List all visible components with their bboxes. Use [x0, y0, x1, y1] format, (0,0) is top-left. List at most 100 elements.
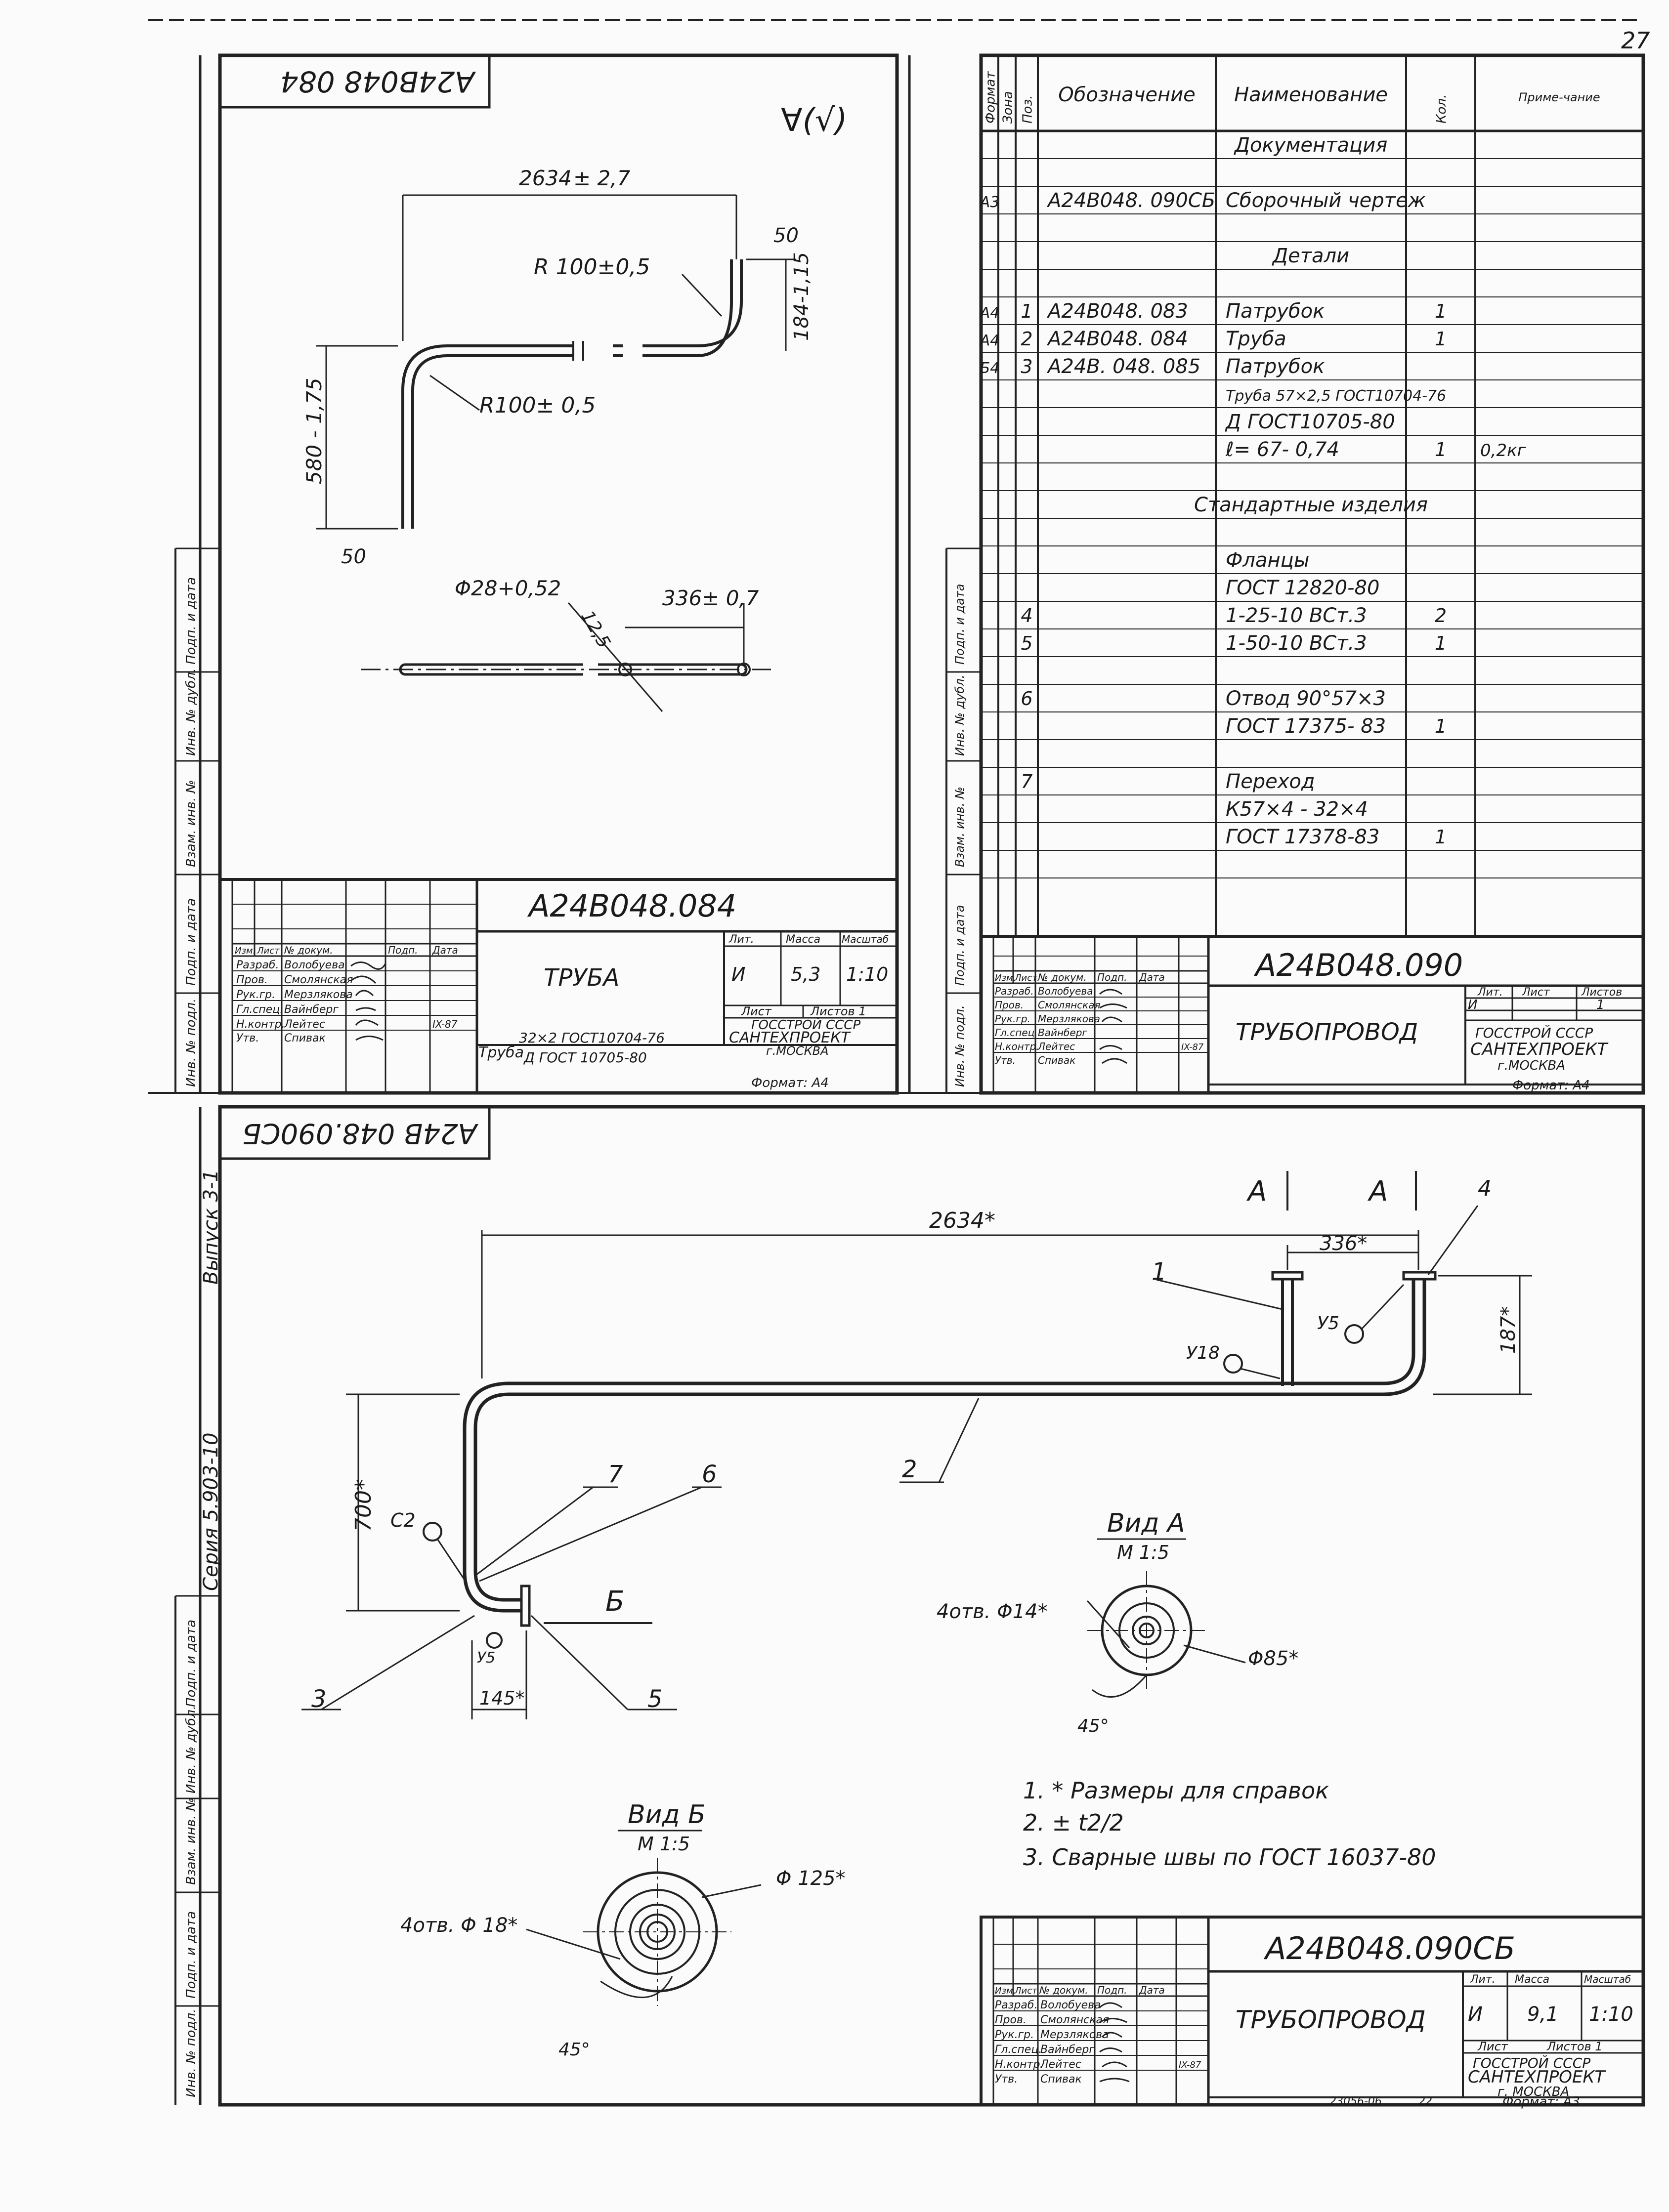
view-a: Вид А М 1:5 4отв. Φ14* Φ85* 45°: [937, 1508, 1298, 1736]
view-b-angle: 45°: [558, 2040, 590, 2060]
tube-role-0: Разраб.: [236, 959, 279, 971]
dim-336-top: 336± 0,7: [662, 586, 759, 610]
asm-hdr-date: Дата: [1139, 1984, 1165, 1996]
asm-code: А24В048.090СБ: [1263, 1930, 1515, 1966]
spec-cell-designation: А24В. 048. 085: [1046, 355, 1200, 378]
spec-hdr-list: Лист: [1014, 973, 1037, 983]
spec-cell-name: Патрубок: [1226, 300, 1325, 323]
asm-role-4: Н.контр.: [995, 2058, 1043, 2071]
dim-187: 187*: [1497, 1306, 1520, 1354]
view-a-title: Вид А: [1107, 1508, 1185, 1538]
assembly-pipeline: 2634* 336* 187* 700* 145* А А Б 1 2 3 4 …: [301, 1171, 1532, 1719]
spec-cell-qty: 2: [1435, 605, 1447, 626]
asm-role-2: Рук.гр.: [995, 2029, 1034, 2041]
tube-elevation: 2634 ± 2,7 184-1,15 50 R 100±0,5 R100± 0…: [302, 166, 813, 568]
spec-cell-name: Стандартные изделия: [1194, 494, 1428, 516]
tube-scale-h: Масштаб: [842, 933, 889, 945]
mirror-code-tube: A24B048 084: [280, 65, 476, 98]
asm-side-replace: Взам. инв. №: [184, 1797, 199, 1885]
spec-org2: САНТЕХПРОЕКТ: [1470, 1040, 1609, 1059]
spec-sheet-h: Лист: [1522, 986, 1550, 999]
asm-signature-marks: [1099, 2002, 1130, 2083]
spec-cell-qty: 1: [1435, 632, 1447, 654]
callout-7: 7: [608, 1461, 623, 1488]
spec-cell-format: А3: [979, 194, 1000, 211]
asm-lit: И: [1468, 2003, 1483, 2026]
spec-header-0: Формат: [984, 71, 998, 124]
spec-header-5: Кол.: [1434, 94, 1449, 124]
spec-cell-name: Детали: [1272, 245, 1349, 267]
tube-org2: САНТЕХПРОЕКТ: [729, 1029, 851, 1046]
asm-person-5: Спивак: [1040, 2073, 1082, 2086]
weld-u18: У18: [1186, 1343, 1220, 1363]
tube-person-2: Мерзлякова: [284, 989, 353, 1001]
spec-header-2: Поз.: [1021, 95, 1035, 124]
asm-person-4: Лейтес: [1040, 2058, 1081, 2071]
asm-archive-b: 22: [1418, 2095, 1432, 2108]
side-label-orig: Инв. № подл.: [184, 999, 199, 1087]
spec-role-5: Утв.: [995, 1054, 1016, 1066]
spec-cell-name: Сборочный чертеж: [1226, 189, 1426, 212]
callout-4: 4: [1478, 1176, 1492, 1201]
spec-cell-pos: 6: [1021, 688, 1032, 710]
tube-material-b: 32×2 ГОСТ10704-76: [519, 1030, 665, 1046]
view-b-scale: М 1:5: [638, 1833, 690, 1855]
spec-person-2: Мерзлякова: [1038, 1013, 1100, 1025]
view-a-angle: 45°: [1077, 1716, 1109, 1736]
spec-cell-designation: А24В048. 090СБ: [1046, 189, 1215, 212]
tube-role-1: Пров.: [236, 974, 268, 986]
spec-header-4: Наименование: [1234, 83, 1388, 106]
side-label-dup: Инв. № дубл.: [184, 668, 199, 756]
tube-role-4: Н.контр.: [236, 1018, 285, 1031]
spec-side-sign-top: Подп. и дата: [953, 584, 967, 665]
spec-person-3: Вайнберг: [1038, 1027, 1087, 1039]
spec-header-6: Приме-чание: [1518, 90, 1600, 104]
spec-role-2: Рук.гр.: [995, 1013, 1030, 1025]
tube-lit: И: [731, 963, 745, 985]
section-b: Б: [605, 1586, 624, 1618]
angle-50-end: 50: [773, 224, 799, 247]
spec-cell-note: 0,2кг: [1480, 441, 1527, 460]
spec-org3: г.МОСКВА: [1498, 1058, 1565, 1073]
asm-role-0: Разраб.: [995, 1999, 1037, 2011]
spec-person-4: Лейтес: [1037, 1041, 1075, 1052]
asm-role-1: Пров.: [995, 2014, 1027, 2026]
spec-cell-pos: 7: [1021, 771, 1032, 793]
dim-2634: 2634: [519, 166, 572, 190]
spec-cell-name: ℓ= 67- 0,74: [1225, 438, 1339, 461]
spec-cell-qty: 1: [1435, 439, 1447, 460]
spec-cell-name: Фланцы: [1226, 549, 1309, 572]
spec-hdr-doc: № докум.: [1037, 971, 1087, 983]
spec-person-1: Смолянская: [1038, 999, 1101, 1011]
dia-28: Φ28+0,52: [455, 576, 561, 600]
spec-header-1: Зона: [1001, 91, 1016, 124]
series-label: Серия 5.903-10: [200, 1432, 222, 1591]
asm-person-3: Вайнберг: [1040, 2044, 1095, 2056]
spec-cell-name: ГОСТ 12820-80: [1226, 577, 1379, 599]
dim-580: 580 - 1,75: [302, 377, 326, 484]
spec-person-0: Волобуева: [1038, 985, 1093, 997]
spec-cell-name: Документация: [1234, 134, 1388, 157]
callout-6: 6: [702, 1461, 717, 1488]
asm-side-dup: Инв. № дубл.: [184, 1706, 199, 1794]
tube-hdr-izm: Изм.: [235, 946, 256, 956]
spec-cell-pos: 4: [1021, 605, 1032, 626]
spec-side-orig: Инв. № подл.: [953, 1005, 967, 1087]
tube-name: ТРУБА: [544, 964, 619, 992]
asm-hdr-sign: Подп.: [1097, 1984, 1127, 1996]
spec-cell-pos: 1: [1021, 300, 1032, 322]
weld-u5b: У5: [477, 1649, 495, 1667]
asm-sheets-h: Листов 1: [1546, 2040, 1603, 2053]
asm-hdr-doc: № докум.: [1039, 1984, 1088, 1996]
asm-side-orig: Инв. № подл.: [184, 2009, 199, 2097]
asm-format: Формат: А3: [1502, 2094, 1580, 2109]
spec-role-3: Гл.спец.: [995, 1027, 1038, 1039]
side-label-sign-top: Подп. и дата: [184, 577, 199, 665]
spec-cell-qty: 1: [1435, 826, 1447, 848]
tube-code: A24B048.084: [527, 888, 736, 924]
spec-role-1: Пров.: [995, 999, 1024, 1011]
notes: 1. * Размеры для справок 2. ± t2/2 3. Св…: [1023, 1777, 1436, 1871]
asm-archive: 23056-06: [1329, 2095, 1382, 2108]
